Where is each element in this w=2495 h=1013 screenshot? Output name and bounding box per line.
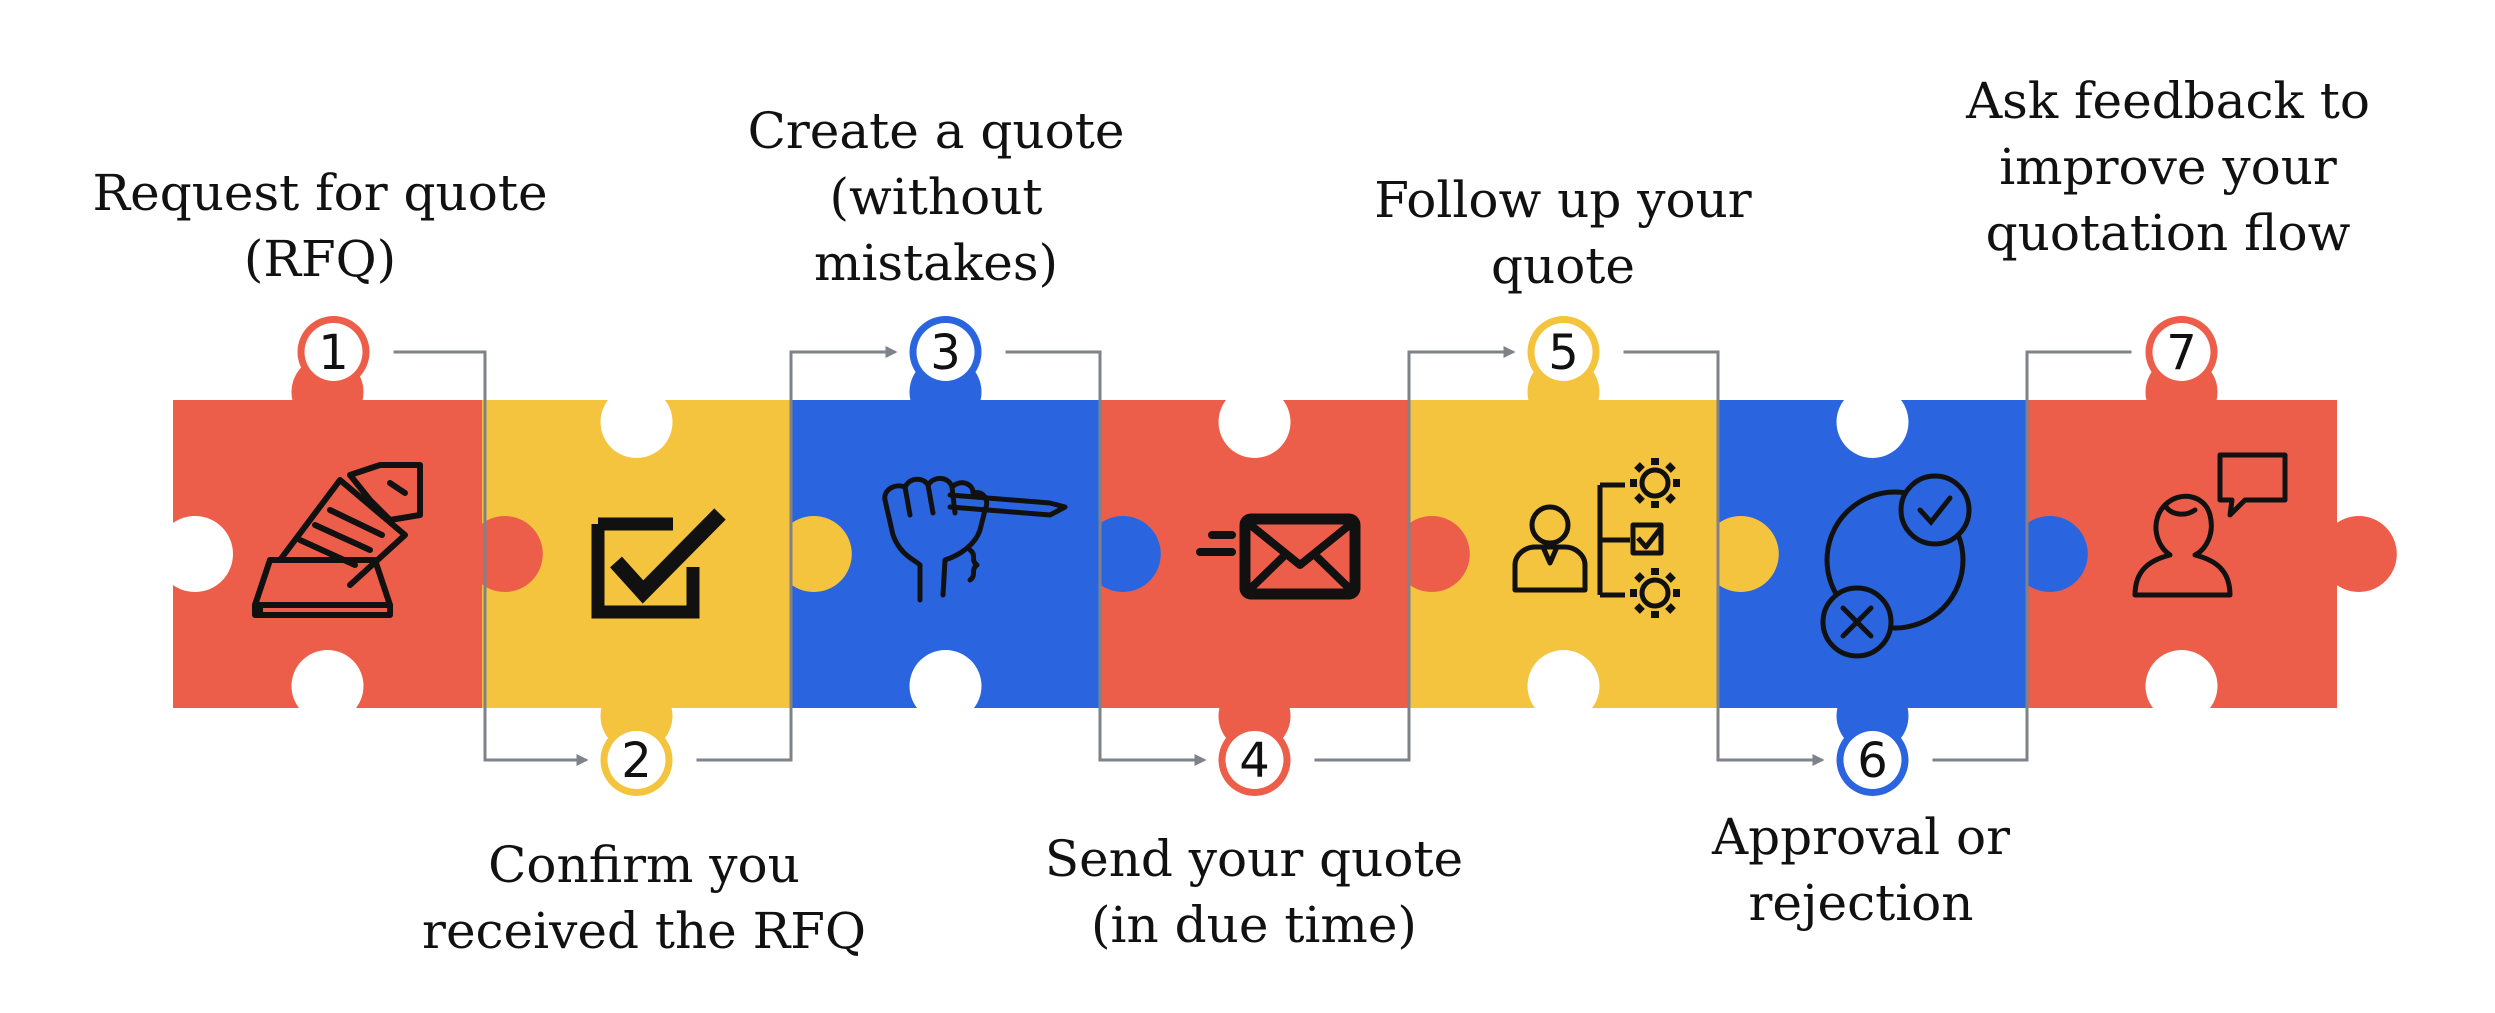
ballot-box-icon — [252, 462, 423, 618]
bottom-notch-7 — [2145, 650, 2218, 722]
step-2-label-line-1: Confirm you — [488, 836, 800, 894]
badge-center — [1225, 731, 1284, 789]
envelope-icon — [1196, 513, 1361, 600]
step-7-badge: 7 — [2145, 316, 2218, 388]
step-2-badge: 2 — [600, 724, 673, 796]
person-gears-icon — [1512, 458, 1680, 618]
step-7-label: Ask feedback to improve your quotation f… — [1966, 68, 2370, 266]
top-notch-2 — [600, 386, 673, 458]
step-5-label-line-1: Follow up your — [1374, 171, 1752, 229]
side-tab-4 — [1393, 516, 1470, 592]
step-7-label-line-3: quotation flow — [1985, 204, 2351, 262]
step-badges: 1 2 3 4 5 6 7 — [297, 316, 2218, 796]
step-1-number: 1 — [318, 325, 349, 381]
step-5-label: Follow up your quote — [1374, 167, 1751, 299]
step-6-number: 6 — [1857, 733, 1888, 789]
step-5-label-line-2: quote — [1491, 237, 1635, 295]
step-2-number: 2 — [621, 733, 652, 789]
connector-2-to-3 — [696, 346, 898, 762]
bottom-notch-5 — [1527, 650, 1600, 722]
badge-center — [916, 323, 975, 381]
step-5-number: 5 — [1548, 325, 1579, 381]
hand-pencil-icon — [882, 476, 1068, 603]
step-6-badge: 6 — [1836, 724, 1909, 796]
connector-3-to-4 — [1005, 350, 1207, 766]
connector-1-to-2 — [393, 350, 589, 766]
connector-4-to-5 — [1314, 346, 1516, 762]
top-notch-4 — [1218, 386, 1291, 458]
badge-center — [2152, 323, 2211, 381]
side-tab-7 — [2320, 516, 2397, 592]
step-2-label: Confirm you received the RFQ — [422, 832, 866, 964]
checkbox-icon — [591, 508, 726, 619]
step-3-number: 3 — [930, 325, 961, 381]
step-3-label-line-3: mistakes) — [813, 234, 1059, 292]
left-notch — [157, 516, 233, 592]
step-3-label-line-1: Create a quote — [747, 102, 1125, 160]
side-tab-2 — [775, 516, 852, 592]
step-2-label-line-2: received the RFQ — [422, 902, 866, 960]
step-connectors — [393, 346, 2132, 766]
approve-reject-icon — [1820, 473, 1972, 659]
step-5-badge: 5 — [1527, 316, 1600, 388]
connector-5-to-6 — [1623, 350, 1825, 766]
connector-6-to-7 — [1932, 350, 2132, 762]
step-1-badge: 1 — [297, 316, 370, 388]
puzzle-pieces — [157, 356, 2397, 752]
step-7-label-line-2: improve your — [1999, 138, 2337, 196]
badge-center — [304, 323, 363, 381]
step-4-number: 4 — [1239, 733, 1270, 789]
step-6-label-line-2: rejection — [1748, 874, 1974, 932]
bottom-notch-1 — [291, 650, 364, 722]
step-3-badge: 3 — [909, 316, 982, 388]
side-tab-1 — [466, 516, 543, 592]
side-tab-5 — [1702, 516, 1779, 592]
person-chat-icon — [2132, 452, 2288, 598]
step-6-label-line-1: Approval or — [1711, 808, 2011, 866]
step-1-label-line-2: (RFQ) — [243, 230, 397, 288]
step-icons — [252, 452, 2288, 659]
badge-center — [607, 731, 666, 789]
step-3-label-line-2: (without — [829, 168, 1043, 226]
step-1-label: Request for quote (RFQ) — [92, 160, 547, 292]
step-6-label: Approval or rejection — [1712, 804, 2010, 936]
step-1-label-line-1: Request for quote — [92, 164, 548, 222]
step-4-label: Send your quote (in due time) — [1045, 826, 1463, 958]
step-3-label: Create a quote (without mistakes) — [748, 98, 1125, 296]
side-tab-3 — [1084, 516, 1161, 592]
top-notch-6 — [1836, 386, 1909, 458]
bottom-notch-3 — [909, 650, 982, 722]
badge-center — [1534, 323, 1593, 381]
step-7-number: 7 — [2166, 325, 2197, 381]
step-7-label-line-1: Ask feedback to — [1966, 72, 2370, 130]
side-tab-6 — [2011, 516, 2088, 592]
step-4-label-line-2: (in due time) — [1091, 896, 1417, 954]
step-4-label-line-1: Send your quote — [1044, 830, 1464, 888]
step-4-badge: 4 — [1218, 724, 1291, 796]
badge-center — [1843, 731, 1902, 789]
